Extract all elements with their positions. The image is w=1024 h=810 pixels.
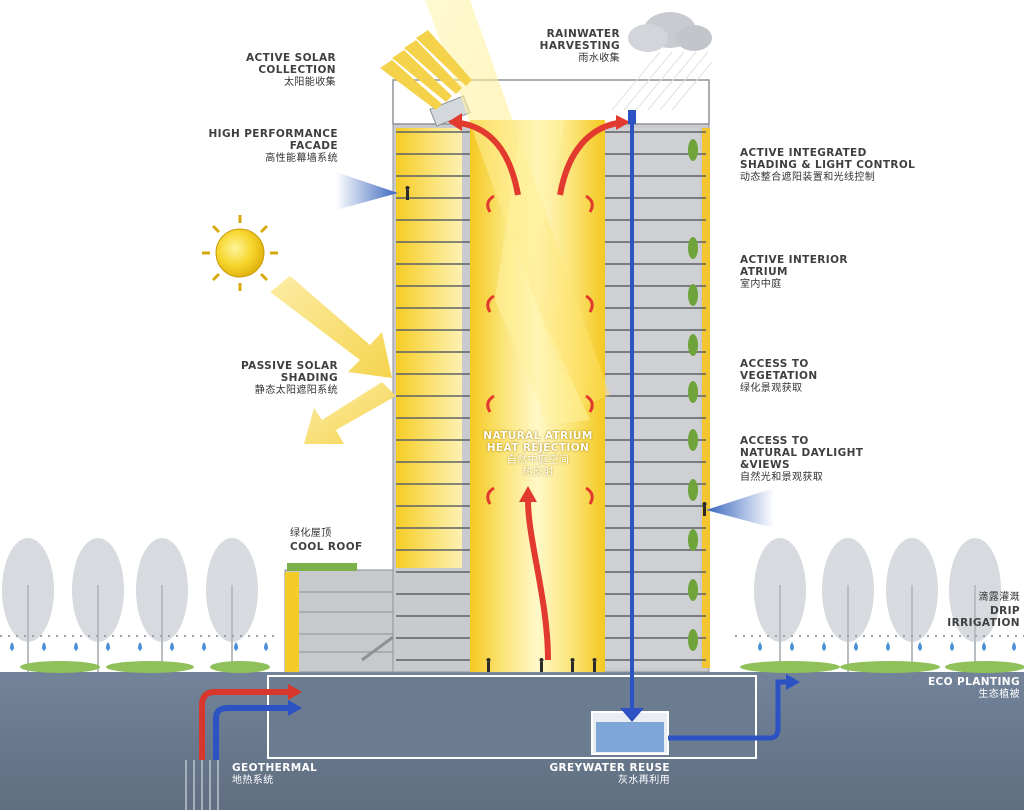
left-facade bbox=[396, 128, 462, 568]
label-shading-control-en: ACTIVE INTEGRATED SHADING & LIGHT CONTRO… bbox=[740, 147, 916, 171]
label-cool-roof-en: COOL ROOF bbox=[290, 541, 363, 553]
label-passive-shading: PASSIVE SOLAR SHADING 静态太阳遮阳系统 bbox=[206, 360, 338, 397]
passive-solar-arrow-out bbox=[304, 382, 396, 444]
label-drip: 滴露灌溉 DRIP IRRIGATION bbox=[920, 592, 1020, 629]
label-vegetation: ACCESS TO VEGETATION 绿化景观获取 bbox=[740, 358, 890, 395]
vegetation-plant bbox=[688, 284, 698, 306]
vegetation-plant bbox=[688, 334, 698, 356]
label-atrium-heat: NATURAL ATRIUM HEAT REJECTION 自然中庭空间 热反射 bbox=[482, 430, 594, 479]
small-heat-arrow bbox=[486, 394, 495, 413]
label-active-solar-en: ACTIVE SOLAR COLLECTION bbox=[245, 52, 336, 76]
people bbox=[405, 186, 707, 672]
right-facade bbox=[702, 128, 710, 668]
label-geothermal-en: GEOTHERMAL bbox=[232, 762, 318, 774]
hot-air-arrow-center bbox=[525, 499, 551, 661]
label-active-solar-zh: 太阳能收集 bbox=[284, 77, 336, 88]
passive-solar-arrow-in bbox=[270, 276, 392, 378]
vegetation-plant bbox=[688, 629, 698, 651]
greywater-out-arrow bbox=[668, 679, 790, 741]
label-geothermal: GEOTHERMAL 地热系统 bbox=[232, 762, 342, 787]
rain-cloud bbox=[628, 12, 712, 52]
geothermal-pipes bbox=[185, 760, 219, 810]
label-facade-zh: 高性能幕墙系统 bbox=[265, 153, 338, 164]
label-passive-shading-zh: 静态太阳遮阳系统 bbox=[254, 385, 338, 396]
label-rainwater: RAINWATER HARVESTING 雨水收集 bbox=[520, 28, 620, 65]
small-heat-arrows bbox=[486, 194, 594, 505]
label-rainwater-en: RAINWATER HARVESTING bbox=[539, 28, 620, 52]
label-eco-planting-en: ECO PLANTING bbox=[927, 676, 1020, 688]
hot-air-arrow-top-right bbox=[557, 120, 619, 196]
label-greywater-zh: 灰水再利用 bbox=[618, 775, 670, 786]
label-interior-atrium-en: ACTIVE INTERIOR ATRIUM bbox=[740, 254, 848, 278]
label-interior-atrium: ACTIVE INTERIOR ATRIUM 室内中庭 bbox=[740, 254, 890, 291]
label-eco-planting: ECO PLANTING 生态植被 bbox=[900, 676, 1020, 701]
label-vegetation-en: ACCESS TO VEGETATION bbox=[740, 358, 818, 382]
right-floors bbox=[605, 128, 700, 668]
label-passive-shading-en: PASSIVE SOLAR SHADING bbox=[241, 360, 338, 384]
label-greywater: GREYWATER REUSE 灰水再利用 bbox=[540, 762, 670, 787]
vegetation-plant bbox=[688, 381, 698, 403]
shading-fan-right bbox=[706, 488, 774, 528]
rain-drops bbox=[10, 642, 1016, 651]
label-interior-atrium-zh: 室内中庭 bbox=[740, 279, 782, 290]
label-geothermal-zh: 地热系统 bbox=[232, 775, 274, 786]
vegetation-plant bbox=[688, 579, 698, 601]
hot-air-arrow-top-left bbox=[459, 120, 521, 196]
label-vegetation-zh: 绿化景观获取 bbox=[740, 383, 803, 394]
label-facade: HIGH PERFORMANCE FACADE 高性能幕墙系统 bbox=[186, 128, 338, 165]
small-heat-arrow bbox=[585, 294, 594, 313]
small-heat-arrow bbox=[585, 194, 594, 213]
roof-exhaust-left bbox=[448, 113, 462, 131]
basement bbox=[267, 675, 757, 759]
vegetation-plant bbox=[688, 529, 698, 551]
label-facade-en: HIGH PERFORMANCE FACADE bbox=[208, 128, 338, 152]
sun-beam-zigzag bbox=[495, 120, 590, 425]
label-shading-control-zh: 动态整合遮阳装置和光线控制 bbox=[740, 172, 876, 183]
label-daylight-zh: 自然光和景观获取 bbox=[740, 472, 824, 483]
label-greywater-en: GREYWATER REUSE bbox=[549, 762, 670, 774]
facade-vegetation bbox=[688, 139, 698, 651]
label-daylight-en: ACCESS TO NATURAL DAYLIGHT &VIEWS bbox=[740, 435, 864, 471]
trees-left bbox=[2, 538, 258, 642]
geothermal-cold-arrow bbox=[213, 705, 290, 760]
vegetation-plant bbox=[688, 429, 698, 451]
label-atrium-heat-zh: 自然中庭空间 热反射 bbox=[506, 455, 570, 478]
label-cool-roof-zh: 绿化屋顶 bbox=[290, 528, 332, 539]
sun-icon bbox=[202, 215, 278, 291]
label-active-solar: ACTIVE SOLAR COLLECTION 太阳能收集 bbox=[206, 52, 336, 89]
geothermal-hot-arrow bbox=[199, 689, 290, 760]
vegetation-plant bbox=[688, 237, 698, 259]
vegetation-plant bbox=[688, 139, 698, 161]
label-eco-planting-zh: 生态植被 bbox=[978, 689, 1020, 700]
small-heat-arrow bbox=[585, 394, 594, 413]
label-drip-en: DRIP IRRIGATION bbox=[947, 605, 1020, 629]
vegetation-plant bbox=[688, 479, 698, 501]
small-heat-arrow bbox=[486, 194, 495, 213]
label-daylight: ACCESS TO NATURAL DAYLIGHT &VIEWS 自然光和景观… bbox=[740, 435, 890, 484]
shading-fan-left bbox=[336, 172, 398, 210]
rain-hatch bbox=[611, 51, 713, 111]
label-shading-control: ACTIVE INTEGRATED SHADING & LIGHT CONTRO… bbox=[740, 147, 930, 184]
label-drip-zh: 滴露灌溉 bbox=[978, 592, 1020, 603]
eco-planting bbox=[20, 661, 1024, 673]
podium-facade bbox=[285, 572, 299, 672]
floor-lines bbox=[396, 131, 706, 661]
label-rainwater-zh: 雨水收集 bbox=[578, 53, 620, 64]
small-heat-arrow bbox=[486, 294, 495, 313]
small-heat-arrow bbox=[486, 486, 495, 505]
green-roof bbox=[287, 563, 357, 571]
solar-rays bbox=[380, 30, 472, 110]
small-heat-arrow bbox=[585, 486, 594, 505]
label-atrium-heat-en: NATURAL ATRIUM HEAT REJECTION bbox=[483, 430, 593, 454]
label-cool-roof: 绿化屋顶 COOL ROOF bbox=[290, 528, 380, 553]
